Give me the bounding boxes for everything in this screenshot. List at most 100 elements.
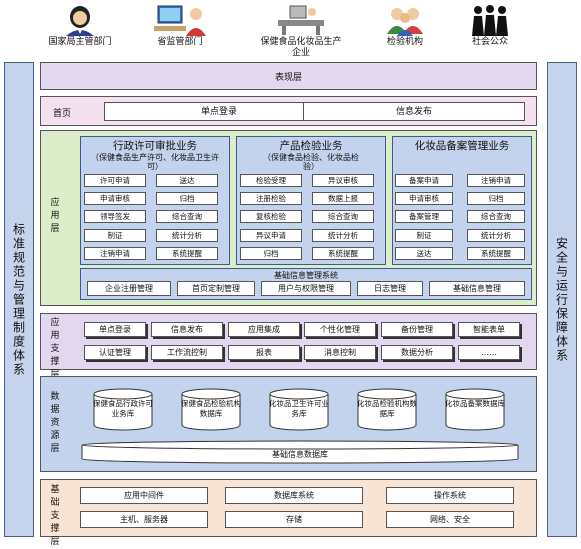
database-label: 化妆品备案数据库 — [445, 399, 505, 408]
business-function-button[interactable]: 系统提醒 — [467, 247, 525, 260]
infrastructure-component: 数据库系统 — [225, 487, 363, 504]
actor-national-authority: 国家局主管部门 — [30, 4, 130, 48]
business-function-button[interactable]: 统计分析 — [312, 229, 374, 242]
support-component-button[interactable]: 信息发布 — [151, 322, 223, 337]
business-function-button[interactable]: 备案管理 — [395, 210, 453, 223]
database-icon — [81, 440, 519, 464]
business-database: 化妆品卫生许可业务库 — [268, 388, 330, 432]
actor-label: 检验机构 — [386, 37, 423, 47]
business-function-button[interactable]: 异议申请 — [240, 229, 302, 242]
panel-title: 行政许可审批业务 — [113, 140, 197, 152]
support-component-button[interactable]: 智能表单 — [458, 322, 520, 337]
business-function-button[interactable]: 统计分析 — [467, 229, 525, 242]
actor-provincial-regulator: 省监管部门 — [140, 4, 220, 48]
business-function-button[interactable]: 制证 — [84, 229, 146, 242]
infrastructure-component: 操作系统 — [386, 487, 514, 504]
business-function-button[interactable]: 归档 — [240, 247, 302, 260]
database-label: 保健食品行政许可业务库 — [93, 399, 153, 418]
business-function-button[interactable]: 归档 — [467, 192, 525, 205]
business-function-button[interactable]: 申请审核 — [84, 192, 146, 205]
support-component-button[interactable]: 个性化管理 — [304, 322, 376, 337]
business-function-button[interactable]: 系统提醒 — [156, 247, 218, 260]
business-database: 化妆品检验机构数据库 — [356, 388, 418, 432]
group-people-icon — [387, 8, 423, 36]
actor-enterprise: 保健食品化妆品生产企业 — [255, 4, 347, 59]
business-function-button[interactable]: 综合查询 — [467, 210, 525, 223]
database-icon — [269, 388, 329, 431]
crowd-icon — [472, 5, 508, 36]
homepage-customize-button[interactable]: 首页定制管理 — [177, 281, 255, 296]
business-function-button[interactable]: 送达 — [395, 247, 453, 260]
single-sign-on-entry[interactable]: 单点登录 — [104, 102, 334, 121]
business-function-button[interactable]: 备案申请 — [395, 174, 453, 187]
support-component-button[interactable]: 报表 — [228, 345, 300, 360]
security-pillar: 安全与运行保障体系 — [547, 62, 577, 537]
support-component-button[interactable]: 单点登录 — [84, 322, 146, 337]
actor-label: 国家局主管部门 — [48, 37, 112, 47]
business-database: 保健食品检验机构数据库 — [180, 388, 242, 432]
support-component-button[interactable]: 工作流控制 — [151, 345, 223, 360]
database-label: 保健食品检验机构数据库 — [181, 399, 241, 418]
actor-label: 社会公众 — [471, 37, 508, 47]
business-function-button[interactable]: 归档 — [156, 192, 218, 205]
enterprise-registration-button[interactable]: 企业注册管理 — [87, 281, 171, 296]
computer-worker-icon — [154, 5, 206, 36]
base-db-label: 基础信息数据库 — [272, 450, 328, 459]
support-component-button[interactable]: 数据分析 — [381, 345, 453, 360]
business-function-button[interactable]: 异议审核 — [312, 174, 374, 187]
user-permission-button[interactable]: 用户与权限管理 — [261, 281, 351, 296]
actor-label: 保健食品化妆品生产企业 — [260, 37, 342, 58]
support-component-button[interactable]: 应用集成 — [228, 322, 300, 337]
base-info-database: 基础信息数据库 — [80, 440, 520, 466]
business-function-button[interactable]: 注册检验 — [240, 192, 302, 205]
panel-subtitle: （保健食品生产许可、化妆品卫生许可） — [91, 153, 219, 171]
application-layer-label: 应用层 — [50, 198, 60, 234]
business-function-button[interactable]: 注销申请 — [84, 247, 146, 260]
standards-pillar-label: 标准规范与管理制度体系 — [11, 222, 26, 377]
support-component-button[interactable]: 备份管理 — [381, 322, 453, 337]
presentation-layer: 表现层 — [40, 62, 537, 90]
panel-title: 产品检验业务 — [279, 140, 343, 152]
homepage-layer: 首页 单点登录 信息发布 — [40, 96, 537, 126]
business-function-button[interactable]: 系统提醒 — [312, 247, 374, 260]
business-function-button[interactable]: 综合查询 — [156, 210, 218, 223]
basic-info-title: 基础信息管理系统 — [274, 271, 338, 280]
support-component-button[interactable]: 消息控制 — [304, 345, 376, 360]
infrastructure-component: 存储 — [225, 511, 363, 528]
log-management-button[interactable]: 日志管理 — [357, 281, 423, 296]
info-publish-entry[interactable]: 信息发布 — [303, 102, 525, 121]
data-layer-label: 数据资源层 — [50, 392, 60, 454]
business-database: 化妆品备案数据库 — [444, 388, 506, 432]
standards-pillar: 标准规范与管理制度体系 — [4, 62, 34, 537]
business-database: 保健食品行政许可业务库 — [92, 388, 154, 432]
business-function-button[interactable]: 数据上报 — [312, 192, 374, 205]
support-layer-label: 应用支撑层 — [50, 318, 60, 380]
basic-info-management-button[interactable]: 基础信息管理 — [429, 281, 525, 296]
database-icon — [93, 388, 153, 431]
business-function-button[interactable]: 送达 — [156, 174, 218, 187]
business-function-button[interactable]: 领导签发 — [84, 210, 146, 223]
business-function-button[interactable]: 申请审核 — [395, 192, 453, 205]
office-desk-icon — [278, 5, 324, 35]
business-function-button[interactable]: 许可申请 — [84, 174, 146, 187]
panel-title: 化妆品备案管理业务 — [414, 140, 510, 152]
actor-inspection-agency: 检验机构 — [375, 4, 435, 48]
business-function-button[interactable]: 综合查询 — [312, 210, 374, 223]
business-function-button[interactable]: 复核检验 — [240, 210, 302, 223]
business-function-button[interactable]: 注销申请 — [467, 174, 525, 187]
infrastructure-component: 网络、安全 — [386, 511, 514, 528]
business-function-button[interactable]: 检验受理 — [240, 174, 302, 187]
support-component-button[interactable]: …… — [458, 345, 520, 360]
infrastructure-component: 应用中间件 — [80, 487, 208, 504]
database-icon — [357, 388, 417, 431]
support-component-button[interactable]: 认证管理 — [84, 345, 146, 360]
business-function-button[interactable]: 制证 — [395, 229, 453, 242]
database-icon — [181, 388, 241, 431]
infrastructure-component: 主机、服务器 — [80, 511, 208, 528]
official-person-icon — [66, 6, 94, 36]
actor-public: 社会公众 — [455, 4, 525, 48]
database-label: 化妆品检验机构数据库 — [357, 399, 417, 418]
infra-layer-label: 基础支撑层 — [50, 485, 60, 547]
database-label: 化妆品卫生许可业务库 — [269, 399, 329, 418]
business-function-button[interactable]: 统计分析 — [156, 229, 218, 242]
